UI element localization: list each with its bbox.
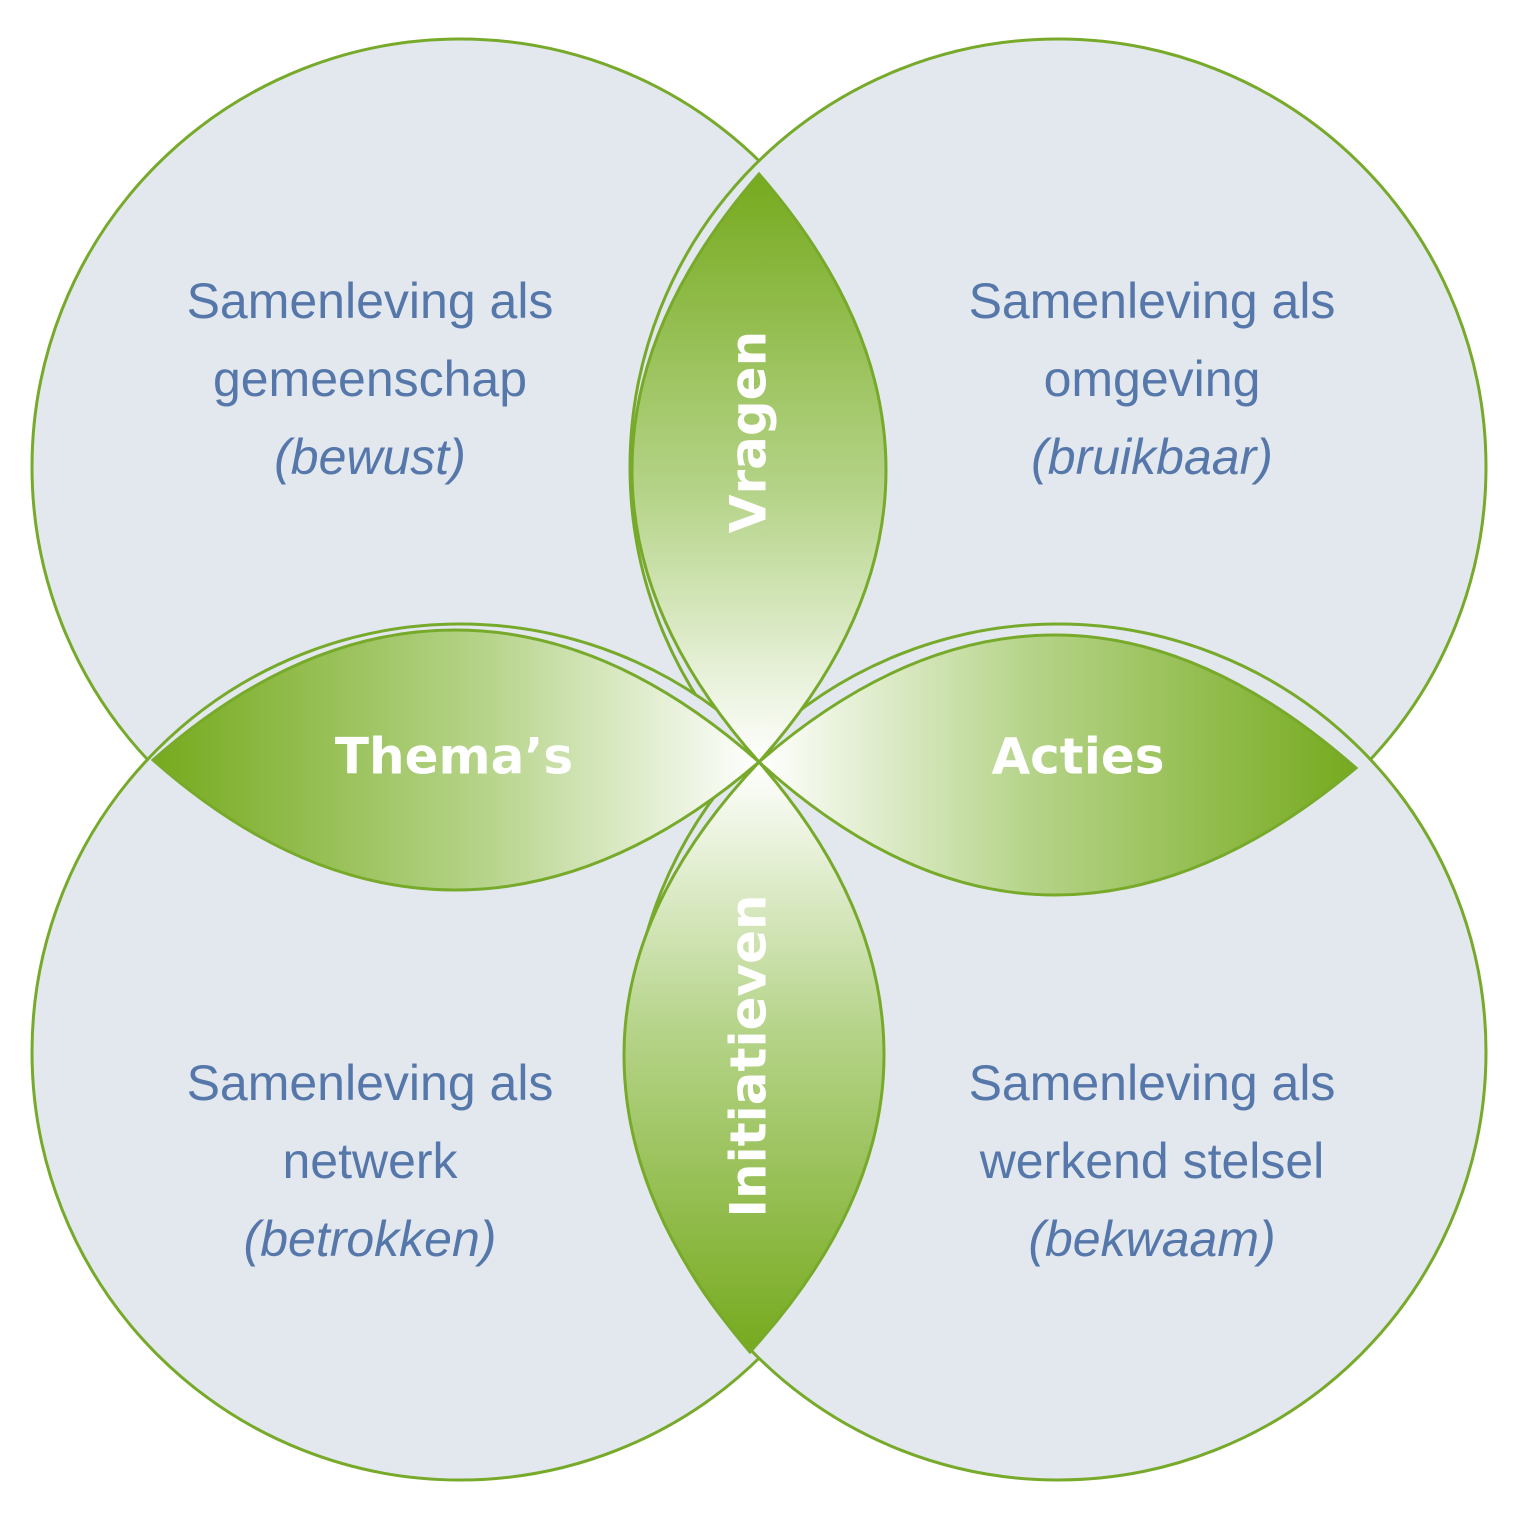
- overlap-bottom-lens: [622, 759, 886, 1355]
- circle-label-top-left: Samenleving als gemeenschap (bewust): [187, 273, 554, 485]
- circle-top-left-line-2: gemeenschap: [213, 351, 527, 407]
- circle-top-left-line-1: Samenleving als: [187, 273, 554, 329]
- circle-label-bottom-left: Samenleving als netwerk (betrokken): [187, 1055, 554, 1267]
- overlap-label-top: Vragen: [720, 331, 778, 533]
- circle-bottom-right-line-1: Samenleving als: [969, 1055, 1336, 1111]
- circle-top-right-line-1: Samenleving als: [969, 273, 1336, 329]
- overlap-label-left: Thema’s: [335, 728, 573, 786]
- circle-bottom-left-line-2: netwerk: [282, 1133, 458, 1189]
- overlap-label-right: Acties: [991, 728, 1164, 786]
- circle-label-bottom-right: Samenleving als werkend stelsel (bekwaam…: [969, 1055, 1336, 1267]
- circle-top-left-quality: (bewust): [274, 429, 466, 485]
- circle-bottom-left-quality: (betrokken): [244, 1211, 497, 1267]
- overlap-label-bottom: Initiatieven: [720, 894, 778, 1217]
- overlap-right-lens: [756, 633, 1359, 897]
- circle-top-right-line-2: omgeving: [1044, 351, 1261, 407]
- circle-bottom-right-line-2: werkend stelsel: [979, 1133, 1325, 1189]
- circle-label-top-right: Samenleving als omgeving (bruikbaar): [969, 273, 1336, 485]
- circle-bottom-left-line-1: Samenleving als: [187, 1055, 554, 1111]
- circle-bottom-right-quality: (bekwaam): [1028, 1211, 1275, 1267]
- circle-top-right-quality: (bruikbaar): [1031, 429, 1273, 485]
